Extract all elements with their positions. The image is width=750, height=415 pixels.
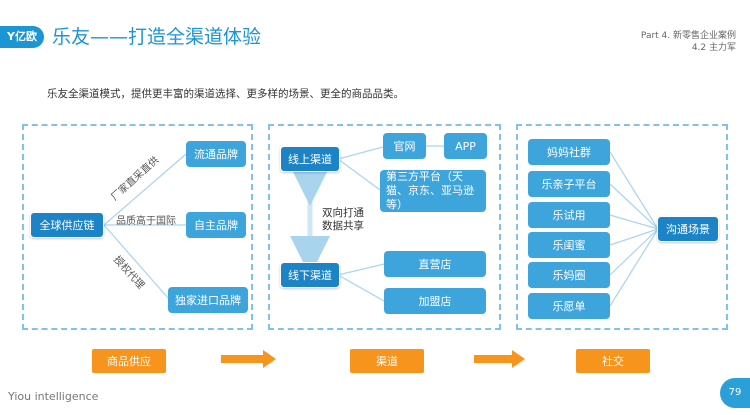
social-item-2: 乐试用: [528, 202, 610, 228]
supply-center: 全球供应链: [30, 212, 104, 238]
offline-item-1: 加盟店: [384, 288, 486, 314]
part-label: Part 4. 新零售企业案例: [640, 31, 736, 41]
share-label: 双向打通 数据共享: [322, 207, 364, 232]
online-item-0: 官网: [383, 133, 426, 159]
channel-offline: 线下渠道: [280, 262, 340, 288]
social-item-5: 乐愿单: [528, 293, 610, 319]
supply-item-2: 独家进口品牌: [168, 287, 248, 313]
social-item-4: 乐妈圈: [528, 262, 610, 288]
page-title: 乐友——打造全渠道体验: [52, 26, 262, 48]
offline-item-0: 直营店: [384, 251, 486, 277]
logo-icon: Y: [7, 30, 15, 43]
flow-step-social: 社交: [576, 349, 650, 373]
edge-label-1: 品质高于国际: [116, 216, 176, 227]
social-center: 沟通场景: [657, 216, 719, 242]
section-indicator: Part 4. 新零售企业案例 4.2 主力军: [641, 30, 736, 54]
online-item-1: APP: [444, 133, 487, 159]
sub-label: 4.2 主力军: [691, 43, 736, 53]
channel-online: 线上渠道: [280, 146, 340, 172]
intro-text: 乐友全渠道模式，提供更丰富的渠道选择、更多样的场景、更全的商品品类。: [47, 88, 404, 100]
channel-panel: [268, 124, 501, 330]
social-item-1: 乐亲子平台: [528, 171, 610, 197]
footer-brand: Yiou intelligence: [8, 390, 99, 403]
logo-text: 亿欧: [14, 30, 37, 43]
flow-step-supply: 商品供应: [92, 349, 166, 373]
supply-item-0: 流通品牌: [186, 141, 246, 167]
supply-panel: [22, 124, 253, 330]
yiou-logo: Y亿欧: [0, 26, 44, 48]
social-item-3: 乐闺蜜: [528, 232, 610, 258]
flow-step-channel: 渠道: [350, 349, 424, 373]
social-item-0: 妈妈社群: [528, 139, 610, 165]
online-item-2: 第三方平台（天猫、京东、亚马逊等）: [380, 170, 486, 212]
supply-item-1: 自主品牌: [186, 212, 246, 238]
page-number: 79: [720, 378, 750, 408]
social-panel: [516, 124, 728, 330]
